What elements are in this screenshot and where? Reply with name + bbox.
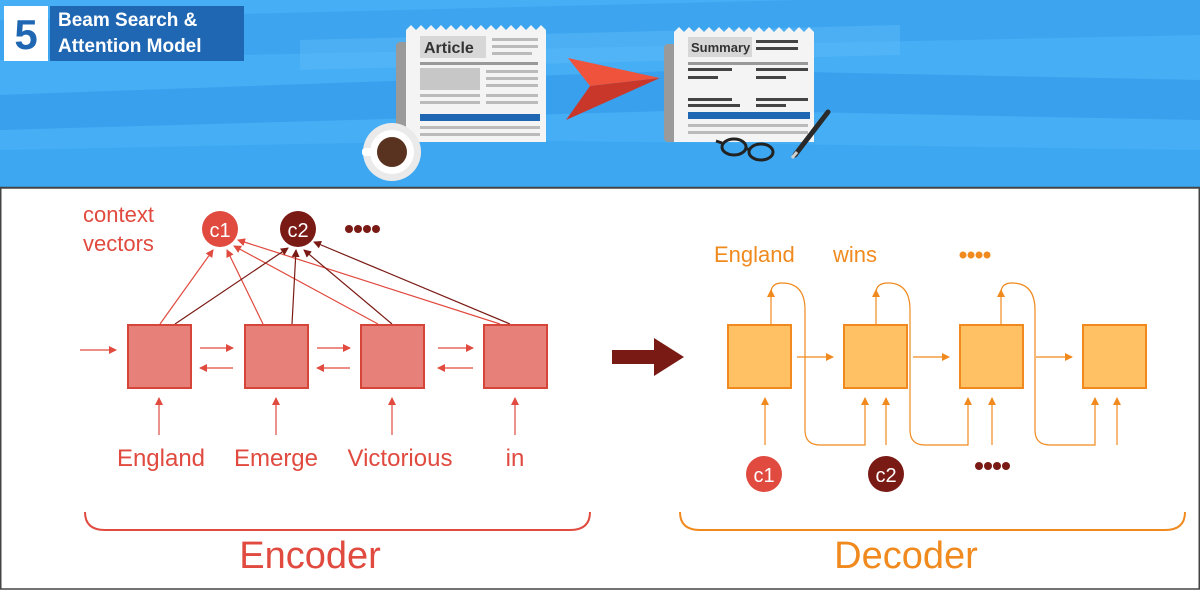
feedback-arrow <box>1000 282 1099 446</box>
context-vector-c1: c1 <box>202 211 238 247</box>
encoder-cell <box>127 324 192 389</box>
encoder-brace <box>84 511 591 531</box>
summary-label: Summary <box>691 40 751 55</box>
context-vectors-label-line2: vectors <box>83 231 154 256</box>
decoder-brace <box>679 511 1186 531</box>
encoder-input-word: in <box>506 445 525 472</box>
encoder-cell <box>244 324 309 389</box>
decoder-c1-label: c1 <box>753 465 774 487</box>
glasses-icon <box>715 137 775 162</box>
encoder-to-decoder-arrow <box>612 338 684 376</box>
article-newspaper-icon: Article <box>396 25 546 142</box>
attention-arrow <box>237 238 501 325</box>
badge-title-line2: Attention Model <box>58 36 202 57</box>
attention-arrow <box>174 247 289 325</box>
c1-label: c1 <box>209 220 230 242</box>
decoder-output-word: wins <box>832 242 877 267</box>
encoder-input-word: Emerge <box>234 445 318 472</box>
badge-number: 5 <box>14 11 37 58</box>
attention-arrow <box>226 249 264 325</box>
decoder-context-c1: c1 <box>746 456 782 492</box>
encoder-title: Encoder <box>239 535 381 577</box>
decoder-cell <box>727 324 792 389</box>
diagram-frame <box>0 187 1200 590</box>
feedback-arrow <box>770 282 869 446</box>
decoder-title: Decoder <box>834 535 978 577</box>
decoder-context-c2: c2 <box>868 456 904 492</box>
decoder-section: England wins c1 <box>679 242 1186 577</box>
paper-plane-arrow-icon <box>566 58 660 120</box>
attention-arrow <box>313 241 511 325</box>
attention-arrow <box>233 245 379 325</box>
bidirectional-arrows <box>199 344 474 372</box>
decoder-ellipsis-dots <box>959 251 991 259</box>
encoder-cell <box>360 324 425 389</box>
attention-arrow <box>291 249 300 325</box>
encoder-input-word: England <box>117 445 205 472</box>
decoder-cell <box>843 324 908 389</box>
attention-arrow <box>159 249 214 325</box>
summary-newspaper-icon: Summary <box>664 27 814 142</box>
encoder-cell <box>483 324 548 389</box>
ellipsis-dots <box>345 225 380 233</box>
c2-label: c2 <box>287 220 308 242</box>
decoder-c2-label: c2 <box>875 465 896 487</box>
encoder-section: context vectors c1 c2 <box>80 202 591 577</box>
coffee-cup-icon <box>362 123 421 181</box>
feedback-arrow <box>875 282 972 446</box>
input-arrows <box>155 397 519 435</box>
badge-title-line1: Beam Search & <box>58 10 198 31</box>
decoder-cell <box>1082 324 1147 389</box>
attention-arrow <box>303 249 393 325</box>
article-label: Article <box>424 40 474 57</box>
decoder-output-word: England <box>714 242 795 267</box>
pen-icon <box>790 109 831 159</box>
decoder-context-ellipsis <box>975 462 1010 470</box>
encoder-input-word: Victorious <box>348 445 453 472</box>
context-vectors-label-line1: context <box>83 202 154 227</box>
context-vector-c2: c2 <box>280 211 316 247</box>
title-badge: 5 Beam Search & Attention Model <box>4 6 244 61</box>
decoder-cell <box>959 324 1024 389</box>
